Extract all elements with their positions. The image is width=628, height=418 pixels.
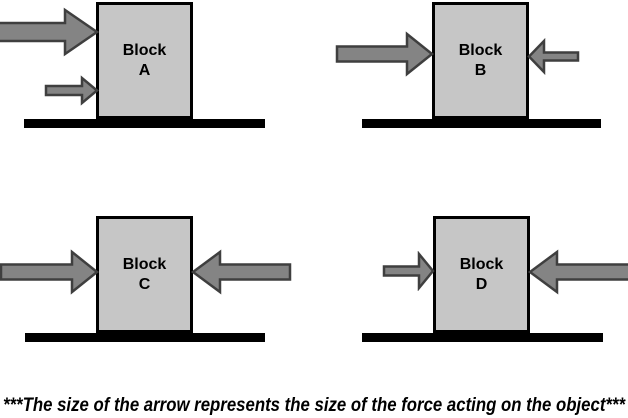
- ground-line-d: [362, 333, 603, 342]
- block-b-label-line1: Block: [458, 41, 503, 59]
- block-a-label-line2: A: [138, 61, 151, 79]
- large-right-arrow-a: [0, 7, 100, 57]
- arrow-polygon: [527, 37, 580, 75]
- block-d: Block D: [433, 216, 530, 333]
- block-b: Block B: [432, 2, 529, 119]
- arrow-polygon: [527, 249, 628, 295]
- small-right-arrow-a: [44, 74, 99, 106]
- block-c-label-line2: C: [138, 275, 151, 293]
- arrow-polygon: [0, 249, 100, 295]
- block-c-label-line1: Block: [122, 255, 167, 273]
- block-b-label-line2: B: [474, 61, 487, 79]
- caption: ***The size of the arrow represents the …: [3, 395, 626, 416]
- caption-text: ***The size of the arrow represents the …: [3, 395, 626, 416]
- large-right-arrow-b: [335, 31, 435, 77]
- arrow-polygon: [44, 74, 99, 106]
- arrow-polygon: [335, 31, 435, 77]
- block-c: Block C: [96, 216, 193, 333]
- block-d-label-line2: D: [475, 275, 488, 293]
- block-d-label-line1: Block: [459, 255, 504, 273]
- small-right-arrow-d: [382, 251, 435, 291]
- medium-left-arrow-c: [190, 249, 292, 295]
- medium-right-arrow-c: [0, 249, 100, 295]
- ground-line-c: [25, 333, 265, 342]
- ground-line-a: [24, 119, 265, 128]
- arrow-polygon: [0, 7, 100, 57]
- arrow-polygon: [190, 249, 292, 295]
- ground-line-b: [362, 119, 601, 128]
- large-left-arrow-d: [527, 249, 628, 295]
- small-left-arrow-b: [527, 37, 580, 75]
- block-a-label-line1: Block: [122, 41, 167, 59]
- arrow-polygon: [382, 251, 435, 291]
- block-a: Block A: [96, 2, 193, 119]
